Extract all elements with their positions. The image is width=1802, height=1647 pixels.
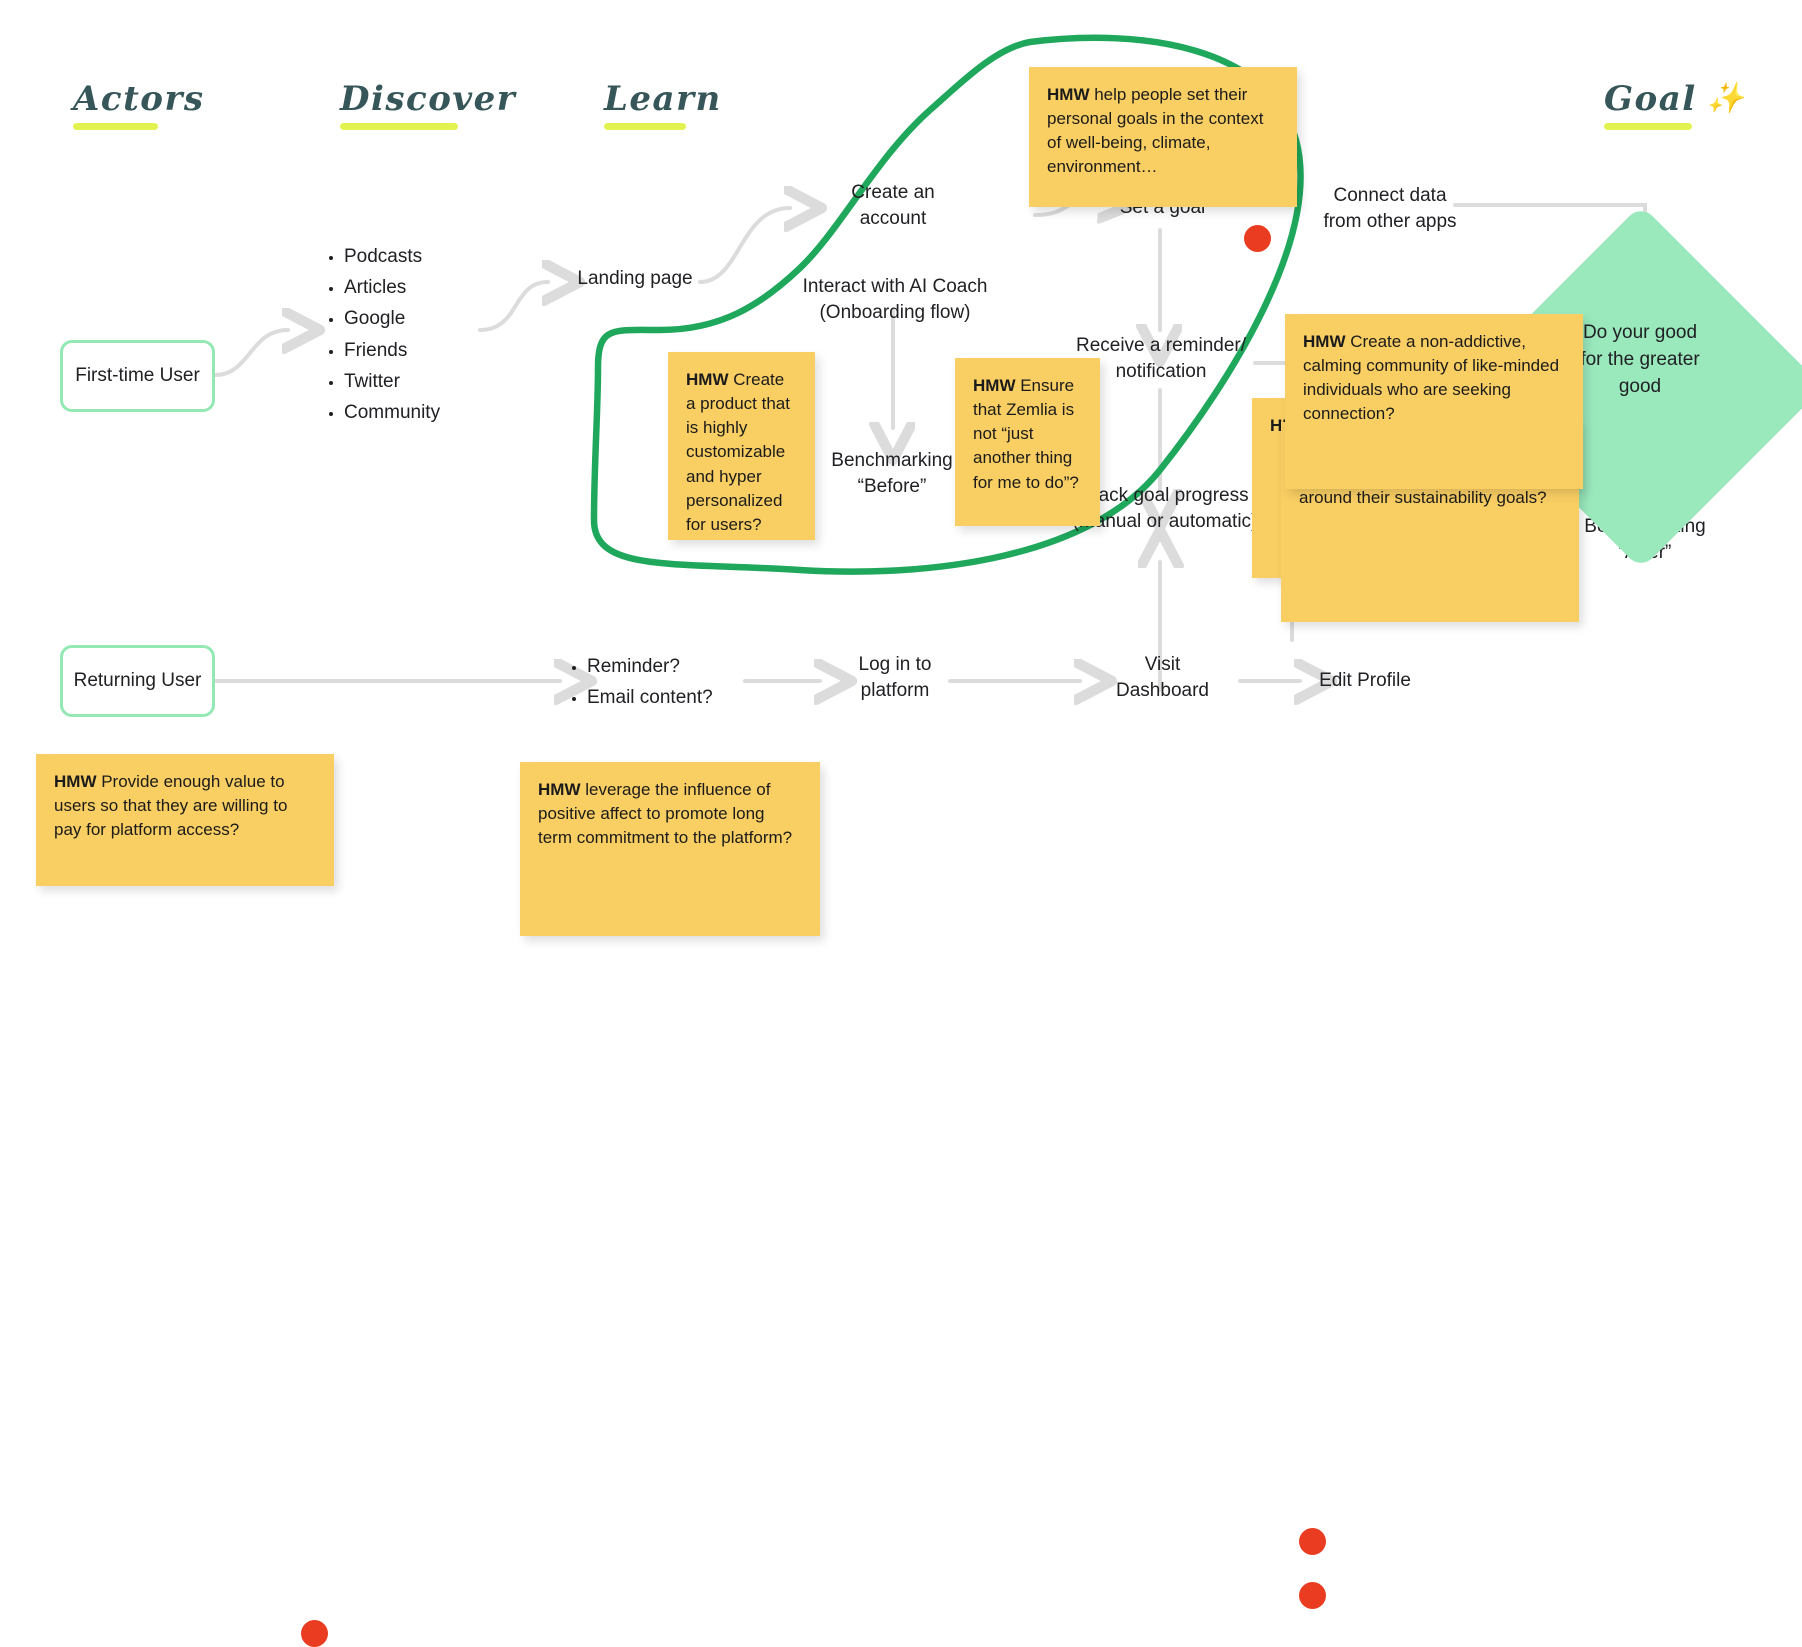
list-item: Friends <box>344 339 440 364</box>
actor-label: Returning User <box>73 670 202 692</box>
list-item: Podcasts <box>344 245 440 270</box>
vote-dot[interactable] <box>1299 1528 1326 1555</box>
wire-landing-to-account <box>698 208 790 284</box>
column-label: Goal ✨ <box>1604 82 1746 116</box>
header-underline <box>604 123 686 130</box>
goal-diamond-label: Do your good for the greater good <box>1580 322 1700 397</box>
list-item: Email content? <box>587 686 713 711</box>
vote-dot[interactable] <box>1299 1582 1326 1609</box>
column-label-text: Goal <box>1604 79 1697 119</box>
column-header-actors: Actors <box>73 82 205 130</box>
flow-node-log-in[interactable]: Log in to platform <box>858 654 932 701</box>
flow-node-receive-reminder[interactable]: Receive a reminder/ notification <box>1075 335 1247 382</box>
sticky-note-pay-for-access[interactable]: HMW Provide enough value to users so tha… <box>36 754 334 1647</box>
flow-node-visit-dashboard[interactable]: Visit Dashboard <box>1116 654 1209 701</box>
actor-first-time-user[interactable]: First-time User <box>60 340 215 412</box>
wire-sources-to-landing <box>478 282 548 332</box>
note-body: leverage the influence of positive affec… <box>538 780 793 848</box>
sticky-note-customizable[interactable]: HMW Create a product that is highly cust… <box>668 352 815 817</box>
header-underline <box>340 123 458 130</box>
list-item: Community <box>344 401 440 426</box>
actor-label: First-time User <box>75 365 200 387</box>
flow-node-interact-ai-coach[interactable]: Interact with AI Coach (Onboarding flow) <box>802 276 988 323</box>
column-header-discover: Discover <box>340 82 516 130</box>
actor-returning-user[interactable]: Returning User <box>60 645 215 717</box>
header-underline <box>73 123 158 130</box>
flow-node-landing-page[interactable]: Landing page <box>577 268 693 289</box>
sparkles-icon: ✨ <box>1706 81 1746 116</box>
list-item: Twitter <box>344 370 440 395</box>
note-body: help people set their personal goals in … <box>1047 85 1264 177</box>
column-header-learn: Learn <box>604 82 722 130</box>
column-label: Discover <box>340 79 517 119</box>
note-body: Provide enough value to users so that th… <box>54 772 288 840</box>
note-prefix: HMW <box>686 370 729 389</box>
discover-source-list: Podcasts Articles Google Friends Twitter… <box>322 245 440 432</box>
flow-node-create-account[interactable]: Create an account <box>851 182 935 229</box>
note-body: Ensure that Zemlia is not “just another … <box>973 376 1079 492</box>
sticky-note-personal-goals[interactable]: HMW help people set their personal goals… <box>1029 67 1297 252</box>
note-prefix: HMW <box>1047 85 1090 104</box>
vote-dot[interactable] <box>1244 225 1271 252</box>
list-item: Google <box>344 307 440 332</box>
wire-firsttime-to-sources <box>213 330 288 377</box>
note-prefix: HMW <box>1303 332 1346 351</box>
sticky-note-not-another-thing[interactable]: HMW Ensure that Zemlia is not “just anot… <box>955 358 1100 526</box>
flow-node-connect-data[interactable]: Connect data from other apps <box>1323 185 1457 232</box>
list-item: Articles <box>344 276 440 301</box>
vote-dot[interactable] <box>301 1620 328 1647</box>
flow-node-benchmarking-before[interactable]: Benchmarking “Before” <box>831 450 953 497</box>
column-header-goal: Goal ✨ <box>1604 82 1746 130</box>
note-prefix: HMW <box>973 376 1016 395</box>
note-body: Create a non-addictive, calming communit… <box>1303 332 1560 424</box>
header-underline <box>1604 123 1692 130</box>
note-prefix: HMW <box>54 772 97 791</box>
sticky-note-positive-affect[interactable]: HMW leverage the influence of positive a… <box>520 762 1326 1609</box>
column-label: Actors <box>73 79 205 119</box>
flow-node-edit-profile[interactable]: Edit Profile <box>1319 670 1411 691</box>
returning-trigger-list: Reminder? Email content? <box>565 655 713 717</box>
note-body: Create a product that is highly customiz… <box>686 370 790 534</box>
list-item: Reminder? <box>587 655 713 680</box>
note-prefix: HMW <box>538 780 581 799</box>
sticky-note-non-addictive-community[interactable]: HMW Create a non-addictive, calming comm… <box>1285 314 1583 489</box>
column-label: Learn <box>604 79 722 119</box>
